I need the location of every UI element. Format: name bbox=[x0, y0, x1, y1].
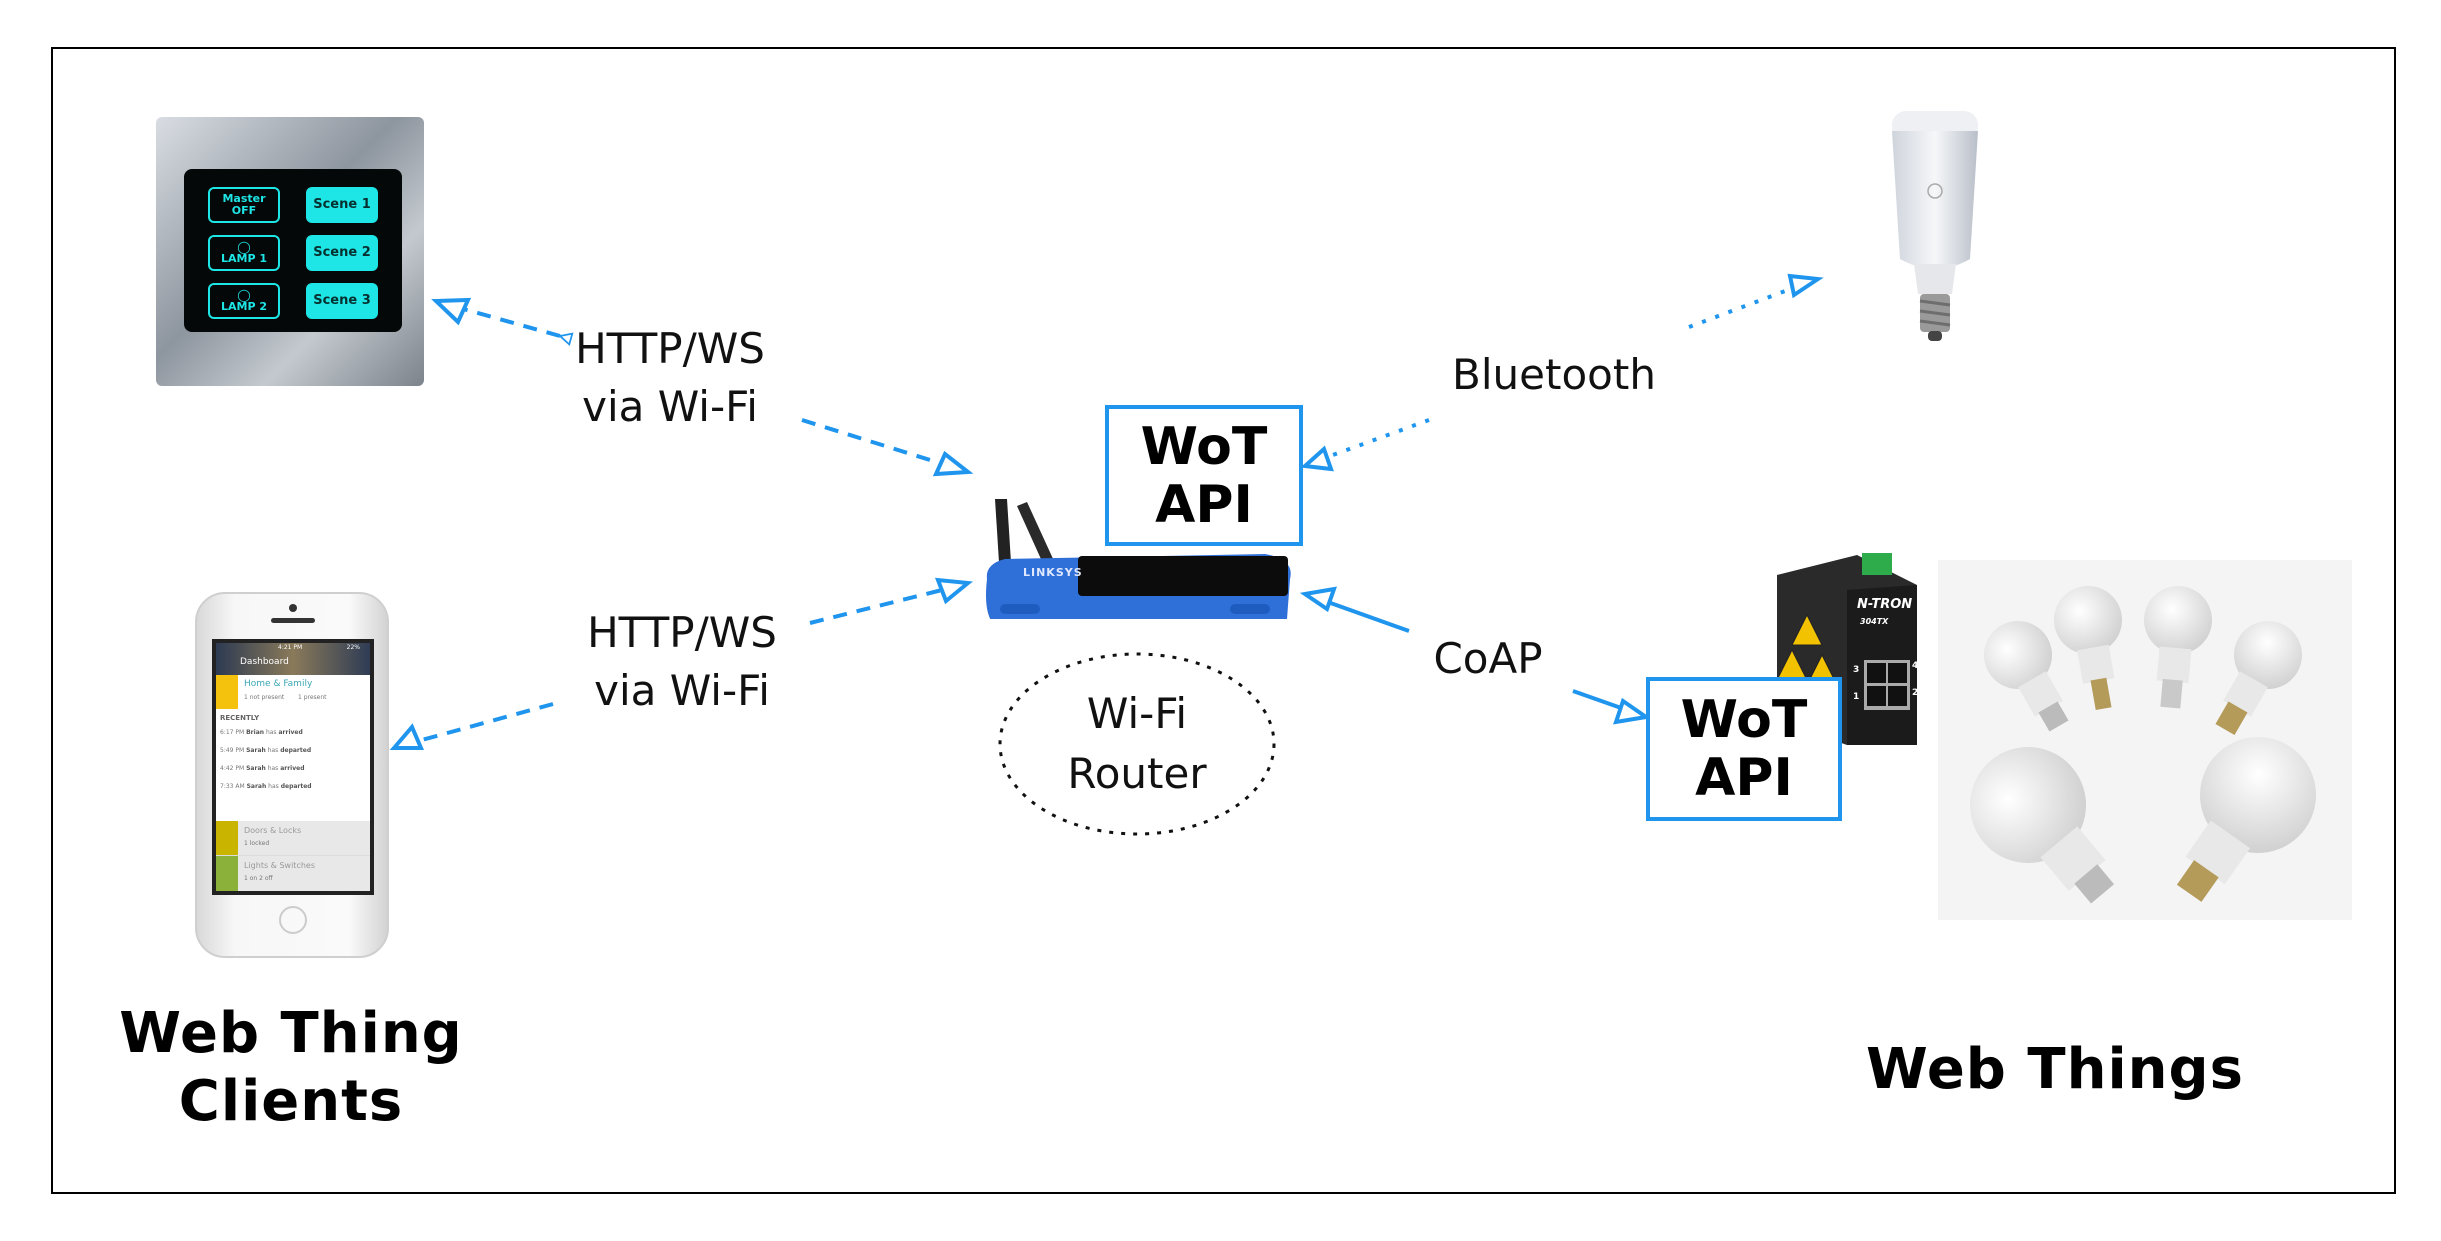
port-label: 1 bbox=[1853, 692, 1860, 702]
wot-api-line1: WoT bbox=[1140, 416, 1268, 477]
group-name: Home & Family bbox=[244, 679, 313, 689]
arrowhead-switch bbox=[431, 297, 472, 326]
bulb bbox=[2144, 586, 2212, 709]
wifi-router-icon: LINKSYS bbox=[965, 444, 1295, 627]
router-brand: LINKSYS bbox=[1023, 566, 1083, 579]
location-pin-icon bbox=[216, 675, 238, 709]
off-label: OFF bbox=[231, 204, 257, 217]
dashboard-title: Dashboard bbox=[240, 657, 289, 667]
smartphone-icon: 4:21 PM 22% Dashboard Home & Family 1 no… bbox=[195, 592, 389, 958]
scene2-key: Scene 2 bbox=[306, 235, 378, 271]
door-icon bbox=[216, 821, 238, 855]
recently-heading: RECENTLY bbox=[220, 714, 260, 722]
doors-locks-card: Doors & Locks 1 locked bbox=[216, 821, 370, 855]
arrowhead-router-bluetooth bbox=[1300, 445, 1334, 472]
list-item: 6:17 PM Brian has arrived bbox=[220, 729, 303, 736]
smart-bulb-icon bbox=[1892, 111, 1978, 341]
arrowhead-gateway bbox=[1613, 697, 1652, 725]
router-graphic bbox=[986, 499, 1291, 627]
switch-model: 304TX bbox=[1860, 617, 1889, 626]
camera-icon bbox=[289, 604, 297, 612]
wifi-router-circle bbox=[998, 652, 1276, 836]
bluetooth-label: Bluetooth bbox=[1452, 350, 1656, 399]
bulb bbox=[2215, 621, 2302, 735]
scene1-key: Scene 1 bbox=[306, 187, 378, 223]
status-battery: 22% bbox=[346, 644, 360, 651]
web-things-label: Web Things bbox=[1866, 1037, 2244, 1102]
coap-label: CoAP bbox=[1433, 634, 1543, 683]
bulb bbox=[2176, 737, 2316, 902]
lights-label: Lights & Switches bbox=[244, 861, 315, 870]
phone-screen: 4:21 PM 22% Dashboard Home & Family 1 no… bbox=[212, 639, 374, 895]
industrial-ethernet-switch-icon: N-TRON 304TX 3 4 1 2 bbox=[1767, 545, 1923, 747]
list-item: 5:49 PM Sarah has departed bbox=[220, 747, 312, 754]
outlet-icon bbox=[216, 856, 238, 891]
led-bulbs-icon bbox=[1938, 560, 2352, 920]
arrow-http-top-to-router bbox=[801, 418, 963, 472]
port-label: 2 bbox=[1912, 688, 1919, 698]
port-label: 3 bbox=[1853, 665, 1860, 675]
master-label: Master bbox=[222, 192, 266, 205]
wot-api-gateway-box: WoT API bbox=[1646, 677, 1842, 821]
arrowhead-bulb bbox=[1787, 273, 1824, 299]
bulb-icon: ◯ bbox=[237, 288, 251, 302]
lamp1-label: LAMP 1 bbox=[220, 252, 267, 265]
wot-api-router-box: WoT API bbox=[1105, 405, 1303, 546]
lamp2-key: ◯LAMP 2 bbox=[208, 283, 280, 319]
list-item: 4:42 PM Sarah has arrived bbox=[220, 765, 305, 772]
bulb bbox=[1984, 621, 2069, 732]
list-item: 7:33 AM Sarah has departed bbox=[220, 783, 312, 790]
diagram-frame bbox=[51, 47, 2396, 1194]
arrowhead-router-bottom-left bbox=[934, 577, 974, 605]
present-status: 1 present bbox=[298, 694, 327, 701]
home-button bbox=[279, 906, 307, 934]
home-family-card: Home & Family 1 not present 1 present bbox=[216, 675, 370, 709]
port-label: 4 bbox=[1912, 661, 1919, 671]
arrowhead-router-top-left bbox=[932, 450, 974, 477]
status-time: 4:21 PM bbox=[278, 644, 303, 651]
not-present-status: 1 not present bbox=[244, 694, 285, 701]
arrowhead-router-coap bbox=[1299, 586, 1338, 613]
doors-label: Doors & Locks bbox=[244, 826, 302, 835]
switch-brand: N-TRON bbox=[1857, 597, 1913, 612]
speaker-icon bbox=[271, 618, 315, 623]
wot-api-line2: API bbox=[1695, 748, 1793, 808]
bulb bbox=[2054, 586, 2122, 711]
bulb bbox=[1970, 747, 2115, 904]
lamp2-label: LAMP 2 bbox=[220, 300, 267, 313]
scene3-key: Scene 3 bbox=[306, 283, 378, 319]
arrow-http-bottom-to-router bbox=[809, 583, 963, 625]
bulb-icon: ◯ bbox=[237, 240, 251, 254]
lights-status: 1 on 2 off bbox=[244, 875, 273, 882]
wot-api-line2: API bbox=[1155, 474, 1253, 535]
arrow-http-bottom-to-phone bbox=[399, 702, 554, 748]
wot-api-line1: WoT bbox=[1680, 690, 1808, 750]
lights-switches-card: Lights & Switches 1 on 2 off bbox=[216, 855, 370, 891]
phone-header: 4:21 PM 22% Dashboard bbox=[216, 643, 370, 675]
arrowhead-phone bbox=[389, 723, 425, 750]
lamp1-key: ◯LAMP 1 bbox=[208, 235, 280, 271]
doors-status: 1 locked bbox=[244, 840, 270, 847]
